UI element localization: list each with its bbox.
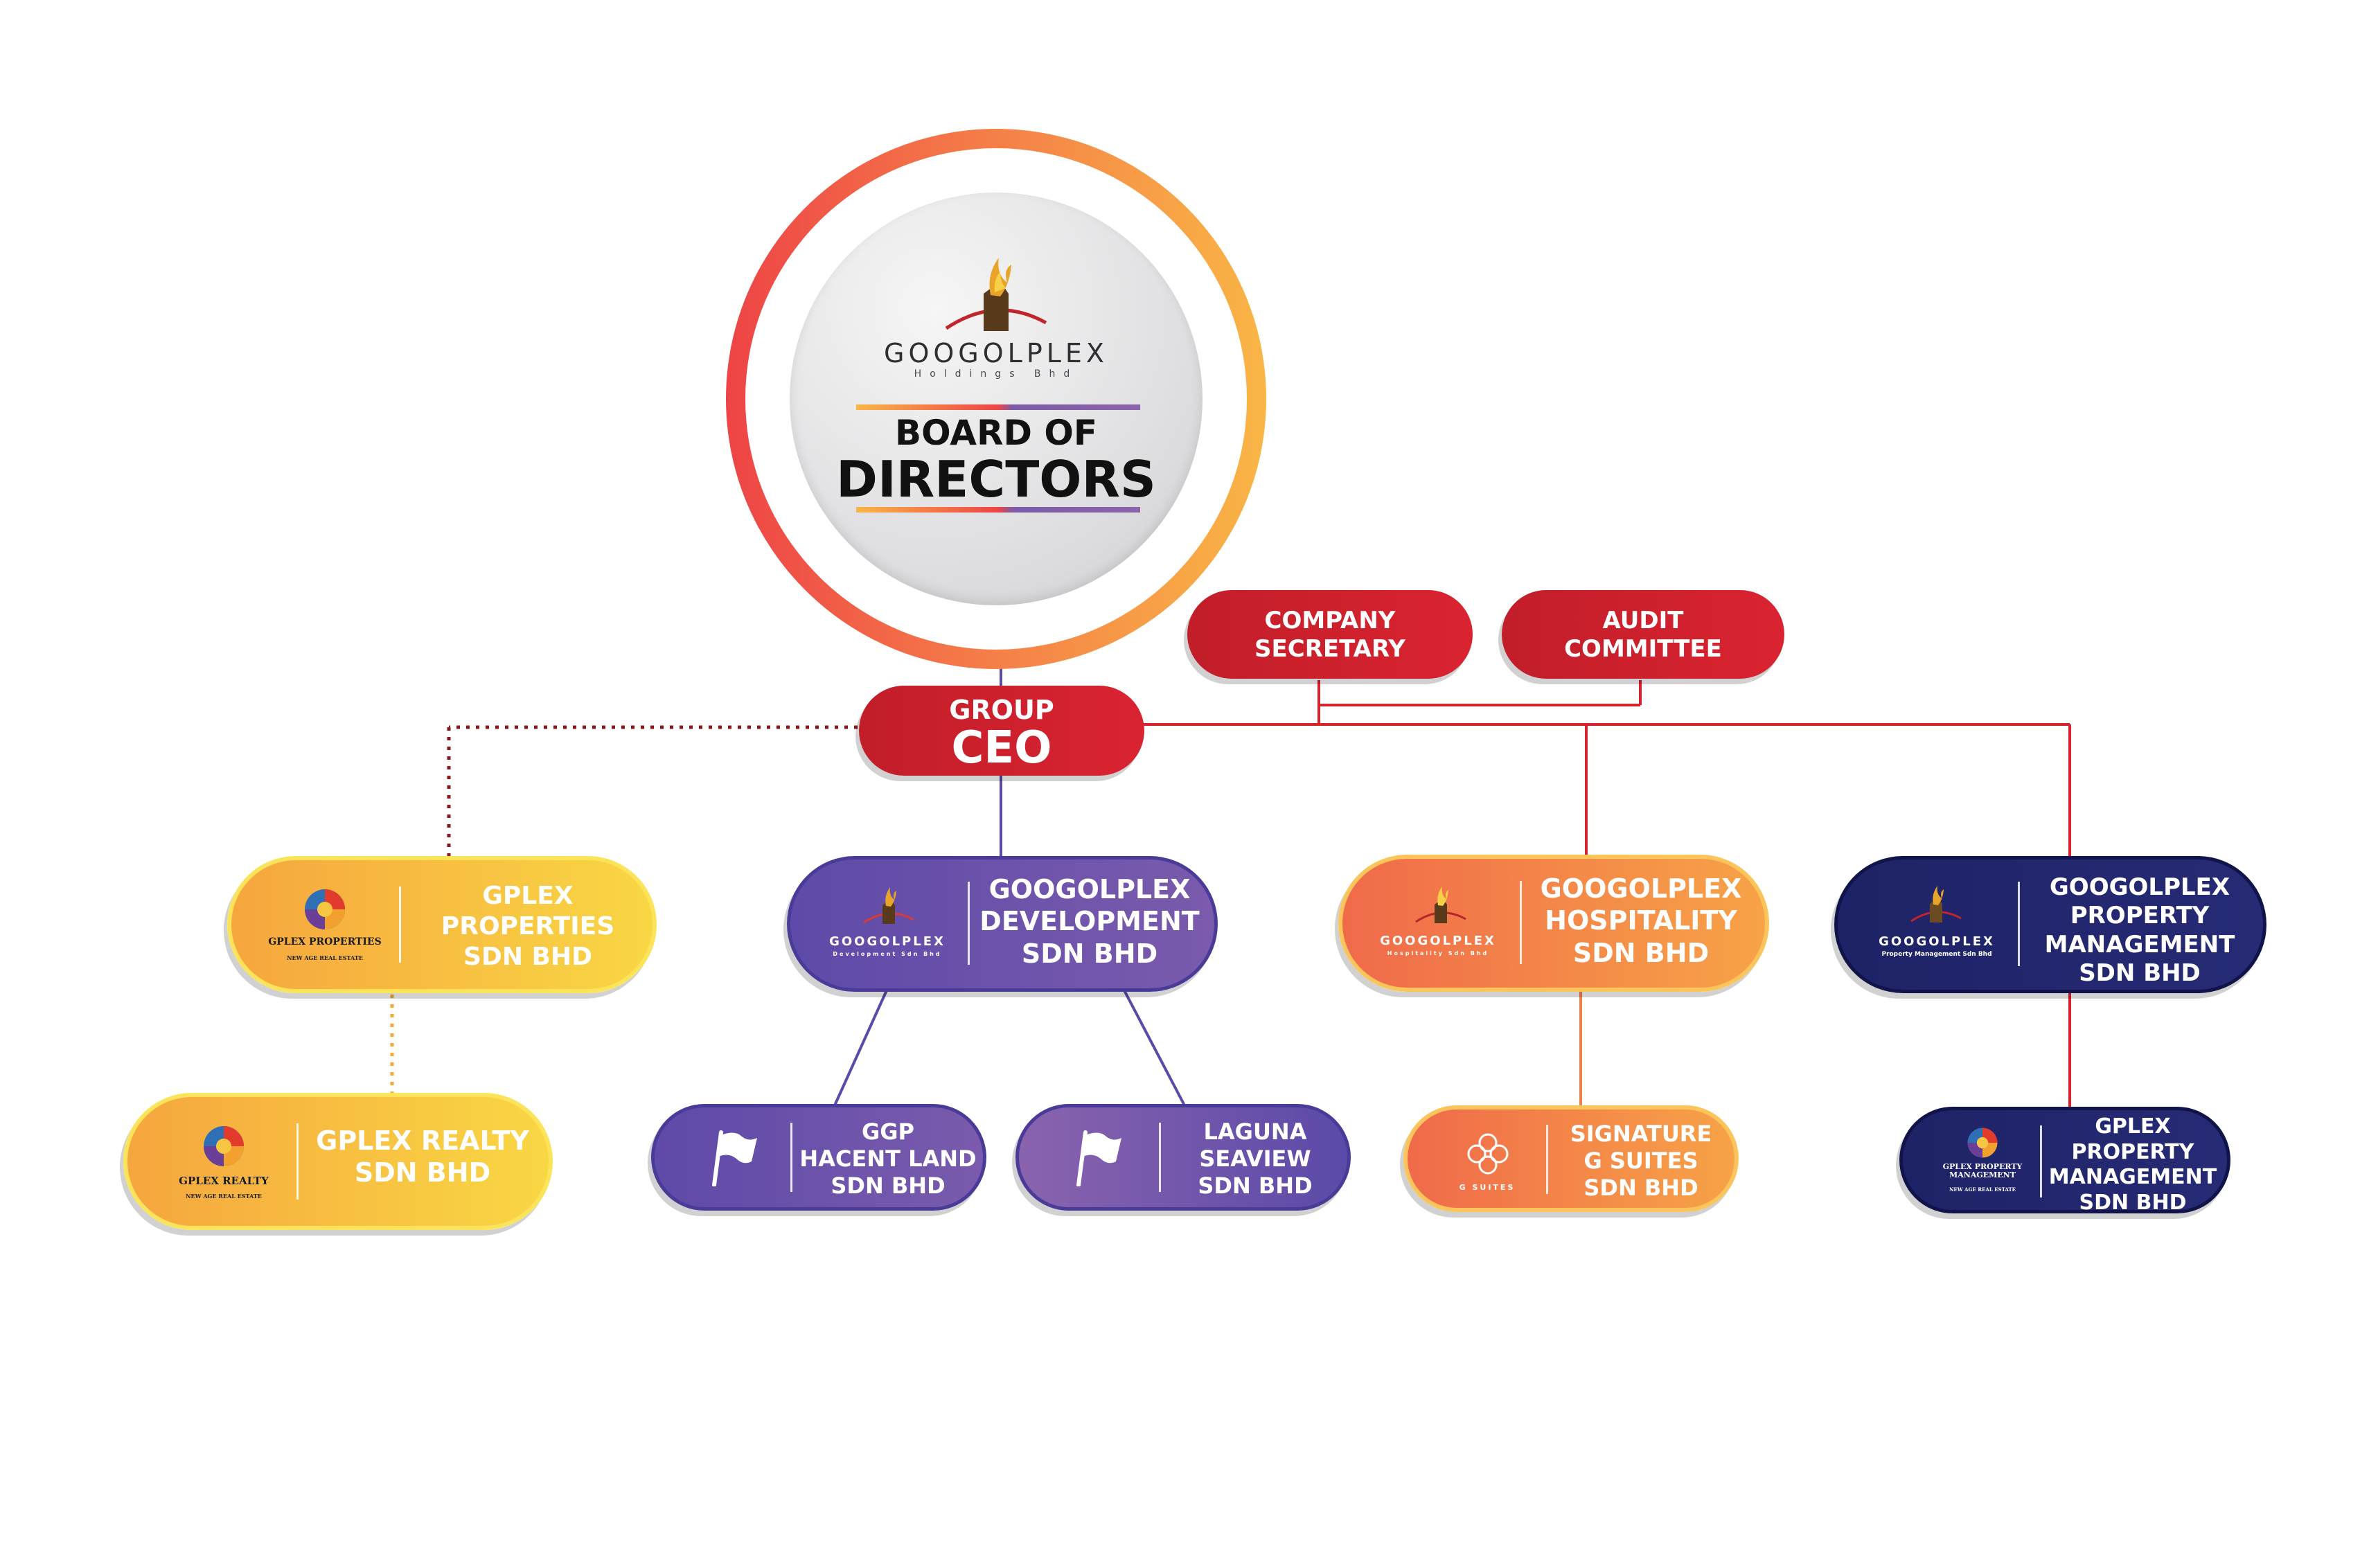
gplex-property-mgmt-line4: SDN BHD (2079, 1190, 2187, 1215)
laguna-line2: SEAVIEW (1199, 1146, 1311, 1173)
gplex-property-mgmt-line1: GPLEX (2095, 1114, 2171, 1139)
googolplex-flame-logo-icon (863, 887, 914, 924)
divider (1159, 1123, 1161, 1192)
board-brand: GOOGOLPLEX (884, 338, 1108, 368)
divider (2040, 1125, 2042, 1197)
gplex-properties-logo-name: GPLEX PROPERTIES (268, 936, 382, 947)
ggp-hacent-line1: GGP (862, 1119, 914, 1145)
development-line1: GOOGOLPLEX (988, 874, 1191, 905)
g-suites-knot-icon (1467, 1133, 1509, 1175)
signature-line1: SIGNATURE (1570, 1121, 1712, 1147)
googolplex-development-node[interactable]: GOOGOLPLEX Development Sdn Bhd GOOGOLPLE… (787, 856, 1218, 992)
laguna-line3: SDN BHD (1198, 1173, 1313, 1200)
divider (399, 887, 401, 963)
audit-committee-line2: COMMITTEE (1564, 635, 1722, 663)
board-title-line1: BOARD OF (894, 413, 1098, 453)
signature-line3: SDN BHD (1583, 1175, 1698, 1202)
gplex-property-mgmt-line2: PROPERTY (2071, 1139, 2194, 1164)
gplex-properties-node[interactable]: GPLEX PROPERTIES NEW AGE REAL ESTATE GPL… (227, 856, 657, 993)
gplex-realty-line2: SDN BHD (354, 1157, 491, 1188)
property-mgmt-line1: GOOGOLPLEX (2049, 873, 2230, 901)
board-title-line2: DIRECTORS (836, 450, 1156, 508)
property-mgmt-line2: PROPERTY (2070, 902, 2210, 930)
audit-committee-node[interactable]: AUDIT COMMITTEE (1502, 590, 1784, 679)
gplex-property-mgmt-line3: MANAGEMENT (2048, 1165, 2217, 1190)
hospitality-logo-name: GOOGOLPLEX (1380, 934, 1496, 948)
g-suites-logo-name: G SUITES (1459, 1183, 1516, 1192)
property-mgmt-line3: MANAGEMENT (2044, 930, 2235, 959)
development-line2: DEVELOPMENT (979, 906, 1200, 937)
gplex-properties-line2: PROPERTIES (441, 911, 615, 941)
board-brand-sub: Holdings Bhd (914, 368, 1079, 380)
laguna-line1: LAGUNA (1203, 1119, 1307, 1145)
ggp-hacent-line3: SDN BHD (831, 1173, 946, 1200)
divider (968, 882, 970, 965)
company-secretary-line2: SECRETARY (1254, 635, 1405, 663)
gplex-property-mgmt-logo-name: GPLEX PROPERTY MANAGEMENT (1942, 1162, 2023, 1180)
googolplex-property-management-node[interactable]: GOOGOLPLEX Property Management Sdn Bhd G… (1834, 856, 2266, 993)
gplex-realty-logo-tag: NEW AGE REAL ESTATE (186, 1193, 262, 1200)
group-ceo-line2: CEO (951, 722, 1052, 774)
development-logo-tag: Development Sdn Bhd (833, 951, 942, 957)
googolplex-flame-logo-icon (1910, 886, 1962, 923)
ggp-hacent-land-node[interactable]: GGP HACENT LAND SDN BHD (651, 1104, 986, 1211)
board-bar-bottom (856, 507, 1140, 513)
gplex-realty-node[interactable]: GPLEX REALTY NEW AGE REAL ESTATE GPLEX R… (123, 1093, 553, 1230)
signature-line2: G SUITES (1583, 1148, 1698, 1175)
ggp-hacent-line2: HACENT LAND (799, 1146, 977, 1173)
hospitality-logo-tag: Hospitality Sdn Bhd (1387, 950, 1489, 956)
board-of-directors-node[interactable] (790, 193, 1203, 605)
audit-committee-line1: AUDIT (1602, 607, 1684, 634)
hospitality-line1: GOOGOLPLEX (1540, 873, 1742, 904)
group-ceo-line1: GROUP (949, 695, 1054, 725)
board-bar-top (856, 404, 1140, 410)
divider (790, 1123, 792, 1192)
divider (1520, 881, 1522, 964)
company-secretary-node[interactable]: COMPANY SECRETARY (1187, 590, 1473, 679)
googolplex-hospitality-node[interactable]: GOOGOLPLEX Hospitality Sdn Bhd GOOGOLPLE… (1338, 855, 1769, 992)
laguna-seaview-node[interactable]: LAGUNA SEAVIEW SDN BHD (1015, 1104, 1351, 1211)
gplex-properties-line1: GPLEX (482, 882, 574, 910)
flag-icon (1076, 1130, 1121, 1186)
property-mgmt-line4: SDN BHD (2079, 959, 2201, 988)
googolplex-flame-logo-icon (1415, 887, 1466, 923)
property-mgmt-logo-tag: Property Management Sdn Bhd (1881, 951, 1992, 958)
gplex-realty-line1: GPLEX REALTY (316, 1125, 529, 1156)
property-mgmt-logo-name: GOOGOLPLEX (1879, 934, 1995, 949)
gplex-properties-line3: SDN BHD (463, 942, 592, 971)
group-ceo-node[interactable]: GROUP CEO (859, 686, 1144, 776)
gplex-property-management-node[interactable]: GPLEX PROPERTY MANAGEMENT NEW AGE REAL E… (1899, 1107, 2230, 1215)
divider (2018, 882, 2020, 966)
signature-g-suites-node[interactable]: G SUITES SIGNATURE G SUITES SDN BHD (1403, 1105, 1739, 1212)
development-line3: SDN BHD (1021, 938, 1158, 969)
gplex-swirl-logo-icon (305, 889, 345, 929)
hospitality-line3: SDN BHD (1572, 937, 1710, 968)
company-secretary-line1: COMPANY (1264, 607, 1396, 634)
gplex-swirl-logo-icon (1967, 1128, 1998, 1158)
hospitality-line2: HOSPITALITY (1545, 905, 1737, 936)
gplex-realty-logo-name: GPLEX REALTY (179, 1175, 269, 1187)
googolplex-flame-logo-icon (945, 258, 1047, 331)
divider (296, 1123, 299, 1200)
development-logo-name: GOOGOLPLEX (829, 934, 946, 949)
flag-icon (712, 1130, 757, 1186)
gplex-swirl-logo-icon (204, 1126, 244, 1166)
gplex-property-mgmt-logo-tag: NEW AGE REAL ESTATE (1949, 1186, 2016, 1193)
gplex-properties-logo-tag: NEW AGE REAL ESTATE (287, 954, 363, 961)
divider (1546, 1125, 1548, 1194)
